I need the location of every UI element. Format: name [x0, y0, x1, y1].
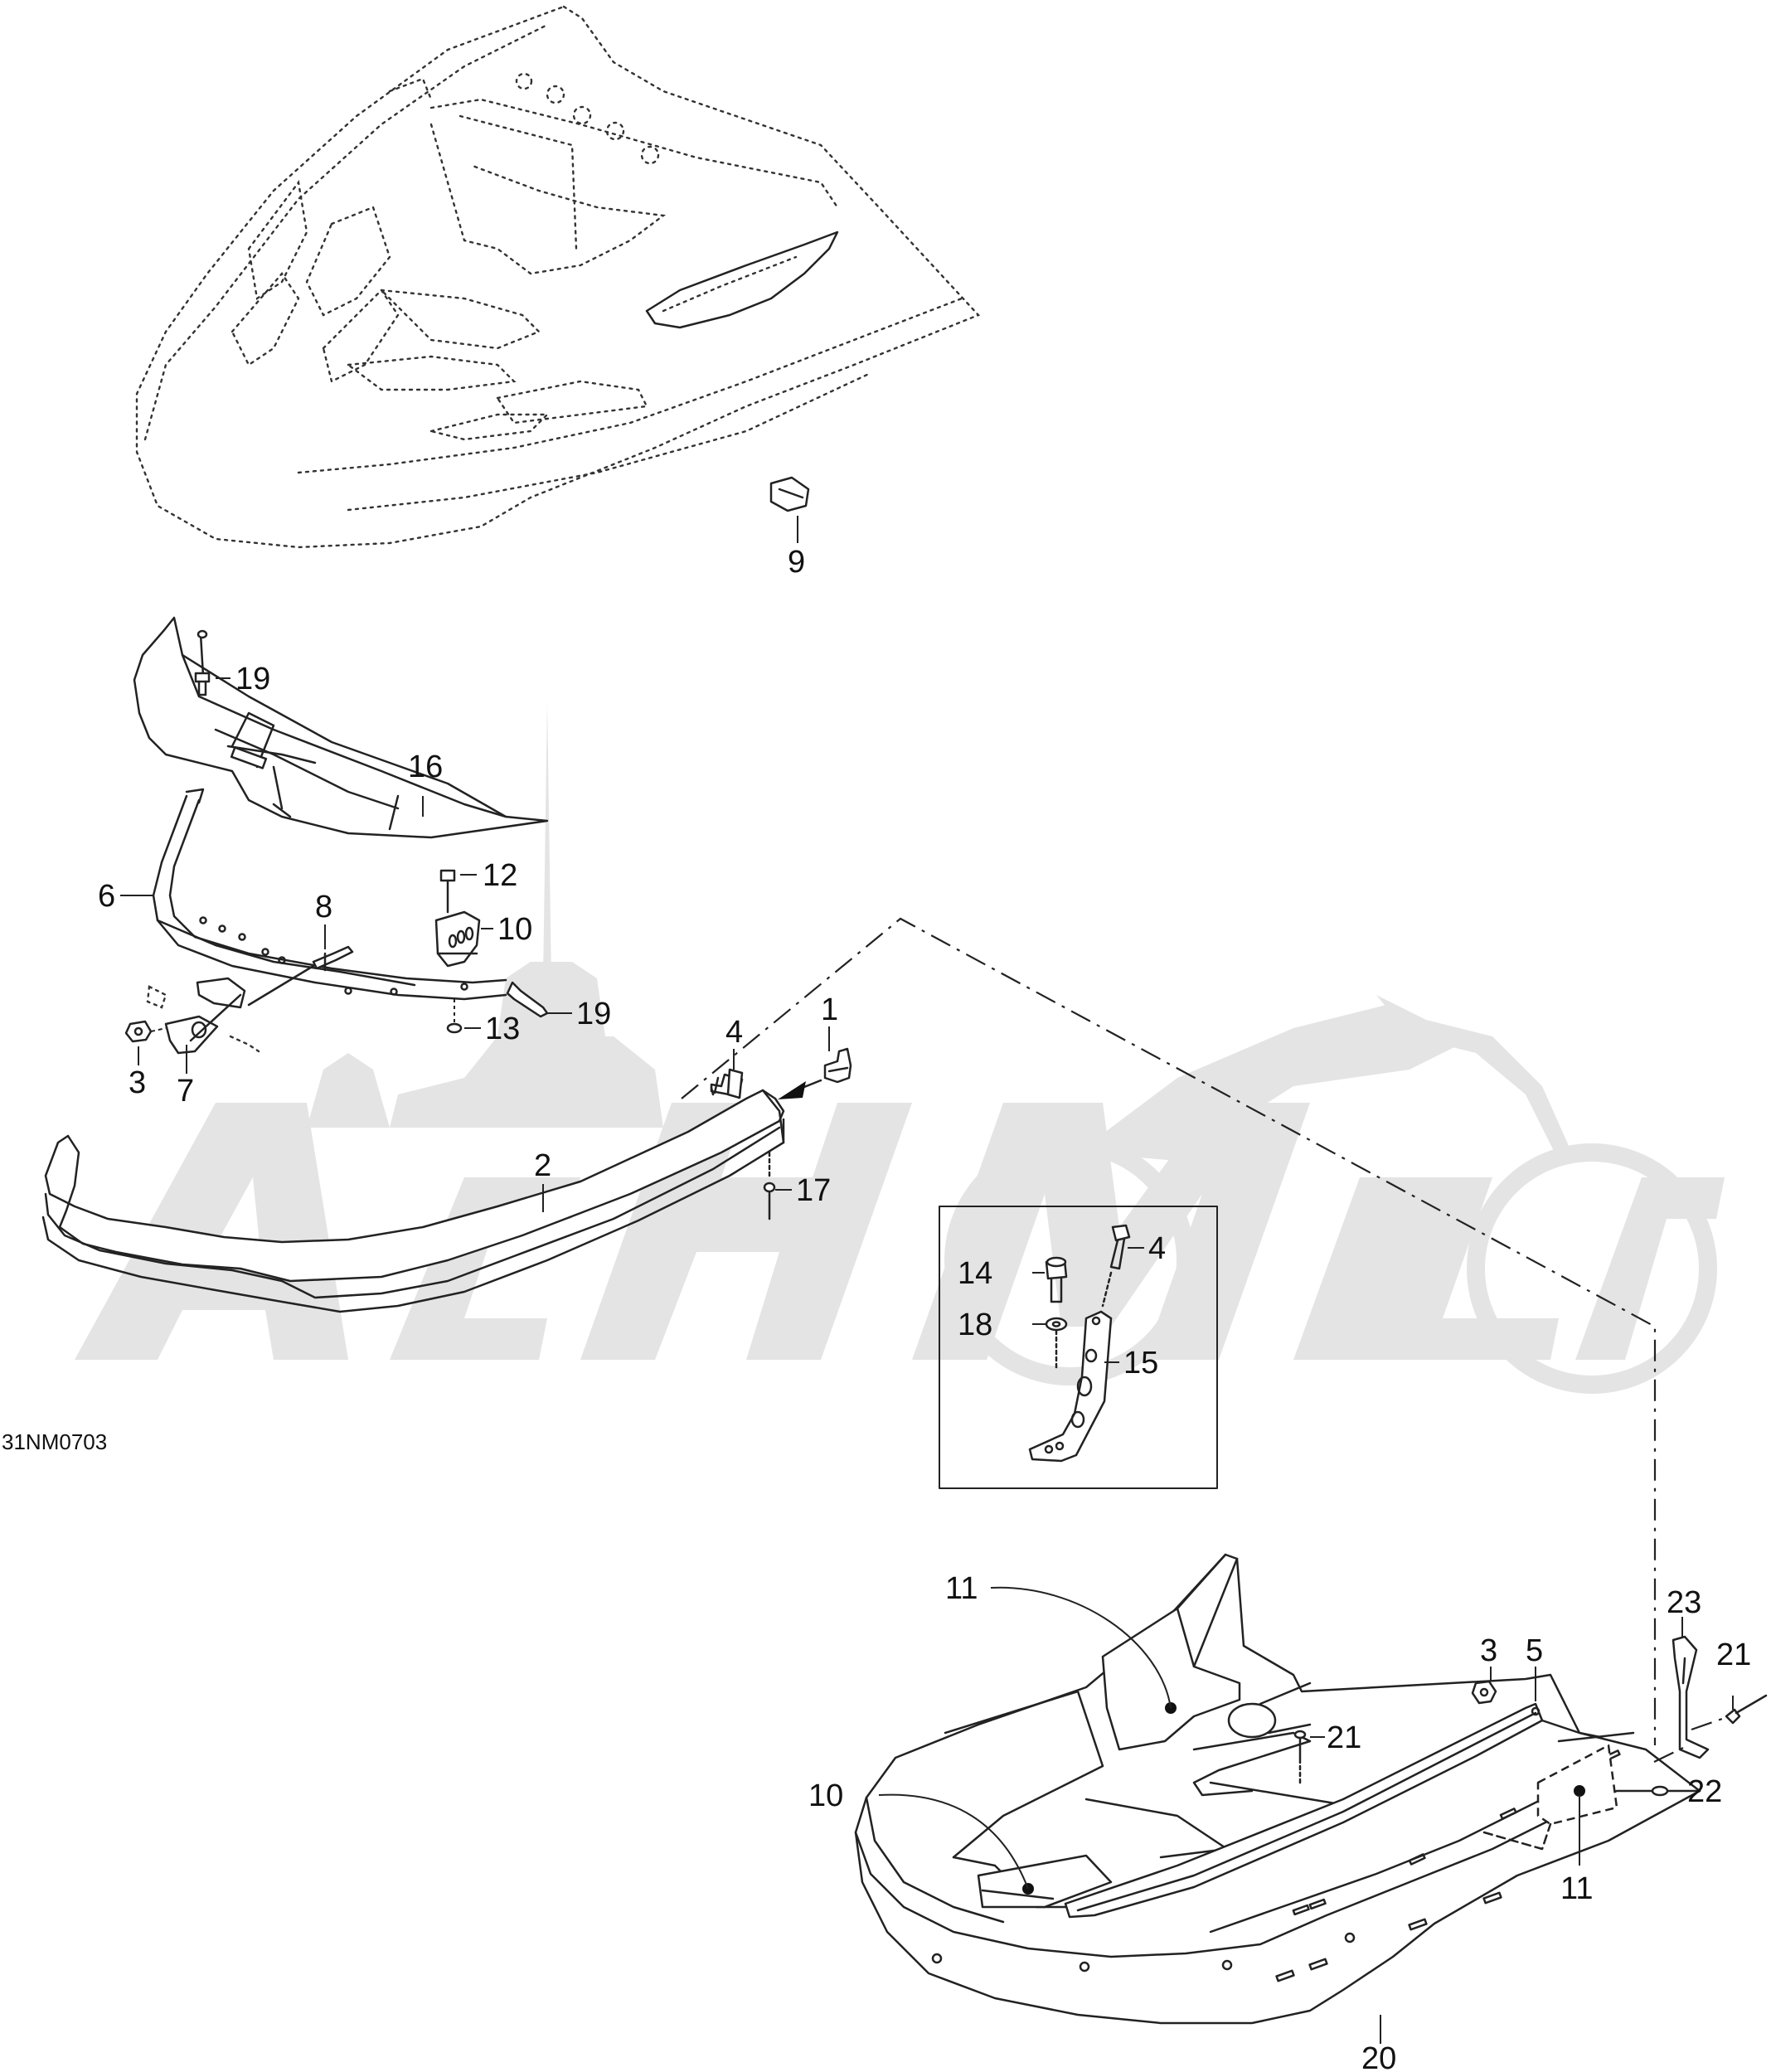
figure-code: 31NM0703: [2, 1429, 107, 1454]
callout-3-lower: 3: [1480, 1633, 1497, 1668]
watermark: [75, 701, 1725, 1394]
screw-part-17: [763, 1151, 776, 1220]
nut-part-3-lower: [1471, 1680, 1497, 1705]
leader-lines: [120, 677, 1734, 2044]
callout-12: 12: [483, 858, 517, 893]
callout-19-top: 19: [235, 662, 270, 696]
belly-pan-part-20: [854, 1553, 1701, 2025]
callout-18: 18: [958, 1308, 992, 1342]
callout-6: 6: [98, 879, 115, 914]
inset-detail: [939, 1206, 1218, 1489]
callout-13: 13: [485, 1012, 520, 1046]
callout-7: 7: [177, 1074, 194, 1109]
bolt-part-4-upper: [710, 1068, 744, 1099]
clip-part-9: [769, 476, 810, 543]
callout-11-left: 11: [945, 1571, 978, 1606]
callout-8: 8: [315, 890, 332, 924]
callout-5: 5: [1526, 1633, 1543, 1668]
callout-1: 1: [821, 992, 838, 1027]
callout-23: 23: [1667, 1585, 1701, 1620]
callout-11-right: 11: [1560, 1871, 1593, 1906]
hood-phantom: [135, 5, 981, 549]
callout-21-center: 21: [1327, 1720, 1361, 1755]
callout-20: 20: [1361, 2041, 1396, 2072]
callout-9: 9: [788, 545, 805, 580]
washer-part-22: [1651, 1785, 1669, 1797]
callout-4-upper: 4: [725, 1015, 743, 1050]
callout-16: 16: [408, 750, 443, 784]
callout-14: 14: [958, 1256, 992, 1291]
callout-19-right: 19: [576, 997, 611, 1031]
callout-21-right: 21: [1716, 1638, 1751, 1672]
clip-part-1: [778, 1047, 852, 1099]
callout-2: 2: [534, 1148, 551, 1183]
bracket-part-23: [1653, 1635, 1768, 1763]
callout-10-upper: 10: [497, 912, 532, 947]
callout-4-inset: 4: [1148, 1231, 1166, 1266]
upper-bumper-assembly: [124, 616, 549, 1055]
callout-15: 15: [1123, 1346, 1158, 1381]
callout-10-lower: 10: [808, 1778, 843, 1813]
bumper-part-2: [41, 1089, 785, 1313]
rivet-part-21-center: [1293, 1730, 1307, 1784]
callout-22: 22: [1687, 1774, 1722, 1809]
callout-3-upper: 3: [129, 1065, 146, 1100]
callout-labels: 9 19 16 12 6 8 10 19 13 1 4 7 3 2 17 4 1…: [2, 545, 1751, 2072]
callout-17: 17: [796, 1173, 831, 1208]
